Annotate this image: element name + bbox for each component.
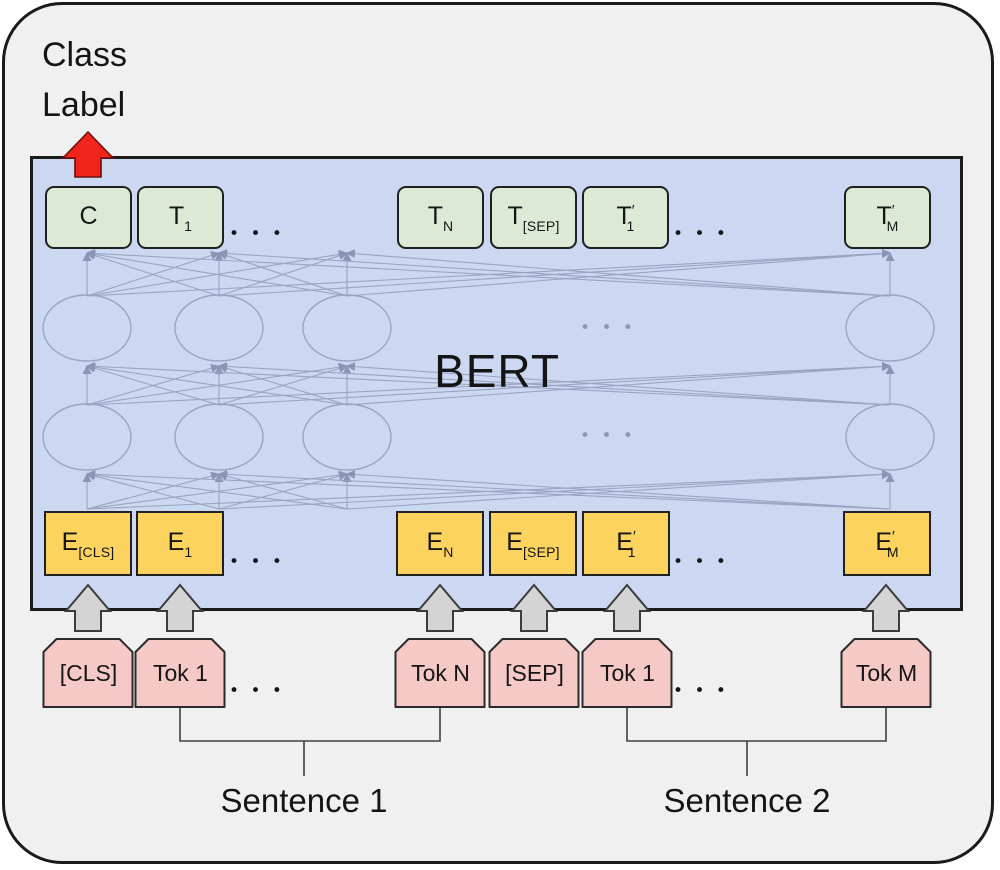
embedding-box-esep: E[SEP] [489, 511, 577, 576]
output-box-tsep: T[SEP] [490, 186, 577, 249]
box-sub: M [886, 217, 899, 234]
box-prime: ′ [631, 201, 635, 219]
box-base: T [876, 201, 892, 230]
sentence2-label: Sentence 2 [663, 782, 831, 819]
box-sub: 1 [626, 217, 635, 234]
box-sub: [SEP] [522, 543, 560, 560]
output-box-c: C [45, 186, 132, 249]
embedding-box-ecls: E[CLS] [44, 511, 132, 576]
box-sub: 1 [627, 543, 636, 560]
ellipsis-embed-left: • • • [229, 552, 285, 572]
box-base: E [167, 527, 185, 556]
box-base: T [427, 201, 443, 230]
token-label-tokm: Tok M [855, 659, 918, 686]
output-box-t1: T1 [137, 186, 224, 249]
token-label-sep: [SEP] [505, 659, 564, 686]
class-label-line2: Label [42, 86, 126, 124]
token-label-tok1b: Tok 1 [600, 659, 655, 686]
token-label-cls: [CLS] [59, 659, 118, 686]
box-base: T [507, 201, 523, 230]
embedding-box-e1: E1 [136, 511, 224, 576]
bert-title: BERT [434, 345, 560, 397]
box-sub: 1 [184, 543, 193, 560]
box-prime: ′ [632, 527, 636, 545]
embedding-box-em-prime: E′M [843, 511, 931, 576]
ellipsis-token-right: • • • [673, 681, 729, 701]
ellipsis-hidden-bottom: • • • [580, 426, 636, 446]
ellipsis-output-right: • • • [673, 224, 729, 244]
box-base: E [506, 527, 523, 556]
output-box-t1-prime: T′1 [582, 186, 669, 249]
box-base: E [616, 527, 633, 556]
output-box-tm-prime: T′M [844, 186, 931, 249]
embedding-box-e1-prime: E′1 [582, 511, 670, 576]
class-label-line1: Class [42, 36, 128, 74]
box-sub: [CLS] [78, 543, 115, 560]
token-label-tok1: Tok 1 [153, 659, 208, 686]
token-label-tokn: Tok N [411, 659, 470, 686]
box-prime: ′ [892, 527, 895, 545]
ellipsis-token-left: • • • [229, 681, 285, 701]
ellipsis-output-left: • • • [229, 224, 285, 244]
sentence1-label: Sentence 1 [220, 782, 388, 819]
box-base: E [426, 527, 444, 556]
box-base: C [79, 201, 98, 230]
box-base: T [616, 201, 632, 230]
box-prime: ′ [891, 201, 895, 219]
box-base: T [168, 201, 185, 230]
ellipsis-embed-right: • • • [673, 552, 729, 572]
box-sub: 1 [184, 217, 193, 234]
embedding-box-en: EN [396, 511, 484, 576]
ellipsis-hidden-top: • • • [580, 318, 636, 338]
box-sub: N [442, 217, 454, 234]
class-label: Class Label [42, 30, 127, 130]
box-base: E [875, 527, 892, 556]
box-sub: M [886, 543, 899, 560]
output-box-tn: TN [397, 186, 484, 249]
box-base: E [61, 527, 79, 556]
box-sub: [SEP] [522, 217, 560, 234]
box-sub: N [443, 543, 454, 560]
